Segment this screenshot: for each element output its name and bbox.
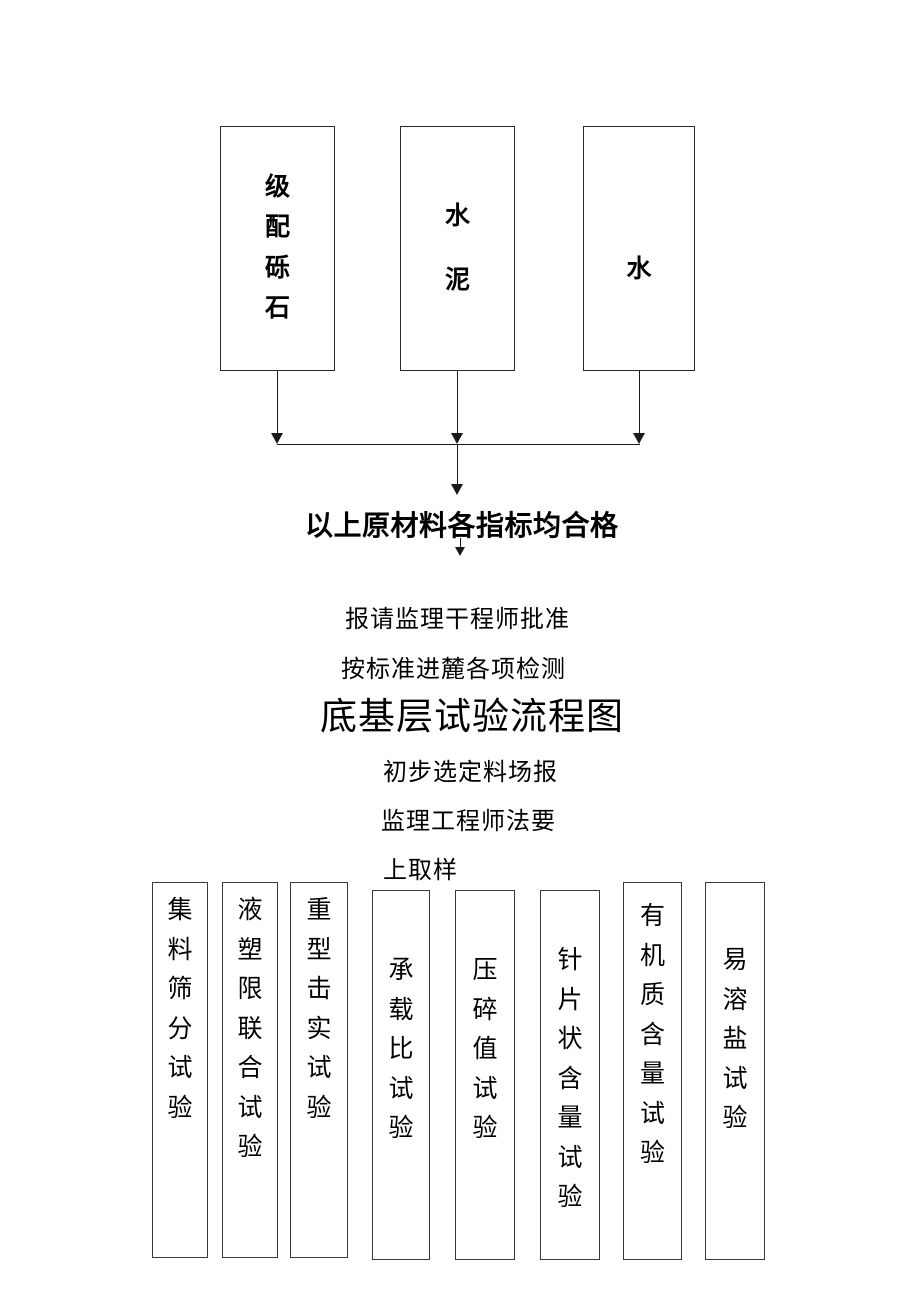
test-box-cbr: 承 载 比 试 验	[372, 890, 430, 1260]
test-label-crushing-value: 压 碎 值 试 验	[472, 951, 497, 1149]
test-label-heavy-compaction: 重 型 击 实 试 验	[306, 891, 331, 1128]
diagram-title: 底基层试验流程图	[320, 697, 624, 738]
connector-line-merge	[457, 444, 458, 486]
test-char: 验	[472, 1115, 498, 1142]
test-char: 验	[237, 1134, 263, 1161]
test-box-heavy-compaction: 重 型 击 实 试 验	[290, 882, 348, 1258]
connector-line-cement	[457, 371, 458, 435]
test-box-crushing-value: 压 碎 值 试 验	[455, 890, 515, 1260]
test-char: 试	[167, 1055, 193, 1082]
test-char: 试	[472, 1075, 498, 1103]
test-char: 合	[237, 1055, 263, 1082]
arrowhead-water	[633, 433, 645, 444]
material-char: 级	[264, 173, 290, 201]
test-char: 试	[557, 1144, 583, 1172]
test-char: 针	[557, 947, 583, 974]
test-char: 状	[557, 1026, 583, 1053]
test-char: 含	[639, 1021, 665, 1049]
material-box-graded-gravel: 级 配 砾 石	[220, 126, 335, 371]
test-label-cbr: 承 载 比 试 验	[388, 951, 413, 1149]
test-char: 量	[639, 1061, 665, 1088]
test-char: 试	[639, 1100, 665, 1128]
material-char: 泥	[444, 266, 470, 294]
material-char: 水	[626, 256, 652, 284]
test-char: 验	[722, 1105, 748, 1132]
test-char: 载	[388, 996, 414, 1024]
material-char: 砾	[264, 254, 290, 282]
test-label-flakiness-content: 针 片 状 含 量 试 验	[557, 941, 582, 1218]
flow-step-text-4: 监理工程师法要	[381, 809, 556, 835]
test-char: 溶	[722, 986, 748, 1014]
test-char: 塑	[237, 936, 263, 964]
test-char: 集	[167, 897, 193, 924]
test-char: 试	[388, 1075, 414, 1103]
test-char: 片	[557, 986, 583, 1014]
test-char: 击	[306, 976, 332, 1003]
test-char: 质	[639, 982, 665, 1009]
test-char: 重	[306, 897, 332, 924]
connector-line-gravel	[277, 371, 278, 435]
test-char: 压	[472, 957, 498, 984]
test-char: 验	[557, 1184, 583, 1211]
flow-step-text-2: 按标准进麓各项检测	[341, 657, 566, 683]
merge-bus-line	[277, 444, 640, 445]
material-label-cement: 水 泥	[445, 185, 470, 313]
test-label-atterberg-limits: 液 塑 限 联 合 试 验	[237, 891, 262, 1168]
test-box-flakiness-content: 针 片 状 含 量 试 验	[540, 890, 600, 1260]
test-box-sieve-analysis: 集 料 筛 分 试 验	[152, 882, 208, 1258]
test-char: 验	[306, 1094, 332, 1122]
connector-line-after-merge	[460, 538, 461, 550]
test-char: 型	[306, 936, 332, 964]
material-char: 配	[264, 214, 290, 241]
material-char: 石	[264, 295, 290, 322]
test-char: 机	[639, 942, 665, 970]
test-char: 实	[306, 1015, 332, 1043]
material-box-water: 水	[583, 126, 695, 371]
test-char: 液	[237, 897, 263, 924]
test-char: 验	[167, 1094, 193, 1122]
test-label-organic-content: 有 机 质 含 量 试 验	[640, 897, 665, 1174]
test-char: 限	[237, 976, 263, 1003]
arrowhead-after-merge	[455, 547, 465, 556]
material-char: 水	[444, 202, 470, 230]
test-label-sieve-analysis: 集 料 筛 分 试 验	[167, 891, 192, 1128]
test-char: 承	[388, 957, 414, 984]
flow-step-text-1: 报请监理干程师批准	[345, 607, 570, 633]
test-char: 料	[167, 936, 193, 964]
material-label-water: 水	[626, 250, 651, 291]
test-char: 盐	[722, 1026, 748, 1053]
material-label-graded-gravel: 级 配 砾 石	[265, 168, 290, 330]
connector-line-water	[639, 371, 640, 435]
test-char: 验	[388, 1115, 414, 1142]
test-box-soluble-salt: 易 溶 盐 试 验	[705, 882, 765, 1260]
material-box-cement: 水 泥	[400, 126, 515, 371]
arrowhead-gravel	[271, 433, 283, 444]
arrowhead-cement	[451, 433, 463, 444]
test-char: 有	[639, 903, 665, 930]
test-box-atterberg-limits: 液 塑 限 联 合 试 验	[222, 882, 278, 1258]
arrowhead-merge	[451, 484, 463, 495]
test-box-organic-content: 有 机 质 含 量 试 验	[623, 882, 682, 1260]
test-char: 验	[639, 1140, 665, 1167]
test-char: 试	[722, 1065, 748, 1093]
test-char: 筛	[167, 976, 193, 1003]
merge-note-text: 以上原材料各指标均合格	[305, 510, 619, 541]
test-char: 分	[167, 1015, 193, 1043]
test-char: 碎	[472, 996, 498, 1024]
test-char: 含	[557, 1065, 583, 1093]
test-char: 比	[388, 1036, 414, 1063]
test-label-soluble-salt: 易 溶 盐 试 验	[722, 941, 747, 1139]
flow-step-text-3: 初步选定料场报	[383, 760, 558, 786]
test-char: 易	[722, 947, 748, 974]
test-char: 联	[237, 1015, 263, 1043]
test-char: 值	[472, 1036, 498, 1063]
flow-step-text-5: 上取样	[383, 858, 458, 884]
test-char: 量	[557, 1105, 583, 1132]
test-char: 试	[306, 1055, 332, 1082]
test-char: 试	[237, 1094, 263, 1122]
